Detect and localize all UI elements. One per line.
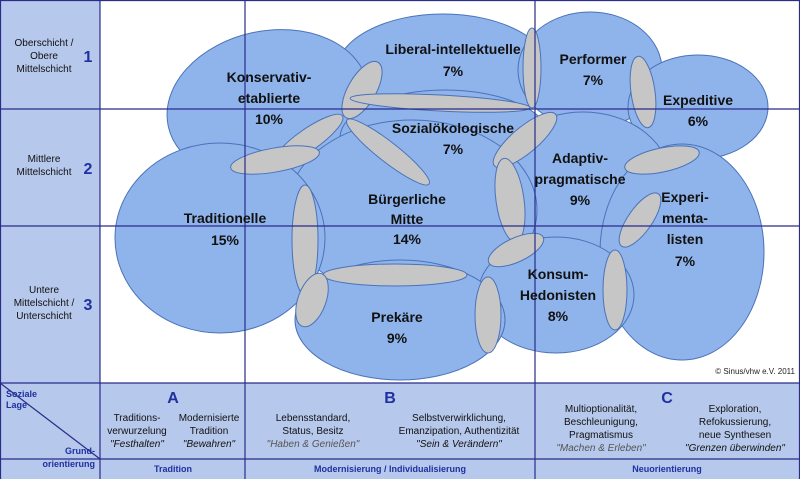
column-b-left-motto: "Haben & Genießen" xyxy=(267,439,360,450)
column-a-left-text: Traditions-verwurzelung xyxy=(107,413,166,437)
column-c-right-motto: "Grenzen überwinden" xyxy=(685,443,785,454)
row-3-number: 3 xyxy=(84,297,93,314)
overlap-lens xyxy=(322,263,468,287)
copyright-notice: © Sinus/vhw e.V. 2011 xyxy=(715,367,795,376)
overlap-lens xyxy=(295,272,329,328)
column-b-right-text: Selbstverwirklichung,Emanzipation, Authe… xyxy=(399,413,520,437)
row-label-panel xyxy=(0,0,100,383)
overlap-lens xyxy=(230,145,320,175)
overlap-lens xyxy=(602,249,628,331)
milieu-overlaps xyxy=(230,27,700,354)
column-b: B Lebensstandard,Status, Besitz "Haben &… xyxy=(267,390,520,474)
blob-traditionelle xyxy=(114,142,326,334)
column-a-right-motto: "Bewahren" xyxy=(183,439,236,450)
axis-diagonal xyxy=(0,382,101,460)
column-a: A Traditions-verwurzelung "Festhalten" M… xyxy=(107,390,239,474)
column-c-left-text: Multioptionalität,Beschleunigung,Pragmat… xyxy=(564,404,638,441)
overlap-lens xyxy=(629,55,657,129)
orientation-panel xyxy=(0,383,800,479)
blob-prekaere xyxy=(294,259,506,381)
row-2-number: 2 xyxy=(84,161,93,178)
column-b-right-motto: "Sein & Verändern" xyxy=(416,439,502,450)
overlap-lens xyxy=(487,232,545,268)
row-1-number: 1 xyxy=(84,49,93,66)
column-b-letter: B xyxy=(384,390,396,407)
column-a-footer: Tradition xyxy=(154,464,192,474)
column-c-footer: Neuorientierung xyxy=(632,464,702,474)
overlap-lens xyxy=(349,93,531,113)
column-b-left-text: Lebensstandard,Status, Besitz xyxy=(276,413,351,437)
overlap-lens xyxy=(474,276,502,354)
column-c-right-text: Exploration,Refokussierung,neue Synthese… xyxy=(699,404,771,441)
overlap-lens xyxy=(624,145,700,175)
overlap-lens xyxy=(522,27,542,109)
column-a-left-motto: "Festhalten" xyxy=(110,439,164,450)
column-b-footer: Modernisierung / Individualisierung xyxy=(314,464,466,474)
overlap-lens xyxy=(618,192,662,248)
column-c-letter: C xyxy=(661,390,673,407)
overlap-lens xyxy=(346,118,430,186)
overlap-lens xyxy=(492,111,558,169)
column-a-letter: A xyxy=(167,390,179,407)
column-c: C Multioptionalität,Beschleunigung,Pragm… xyxy=(556,390,785,474)
column-c-left-motto: "Machen & Erleben" xyxy=(556,443,646,454)
axis-grundorientierung: Grund-orientierung xyxy=(42,446,95,469)
